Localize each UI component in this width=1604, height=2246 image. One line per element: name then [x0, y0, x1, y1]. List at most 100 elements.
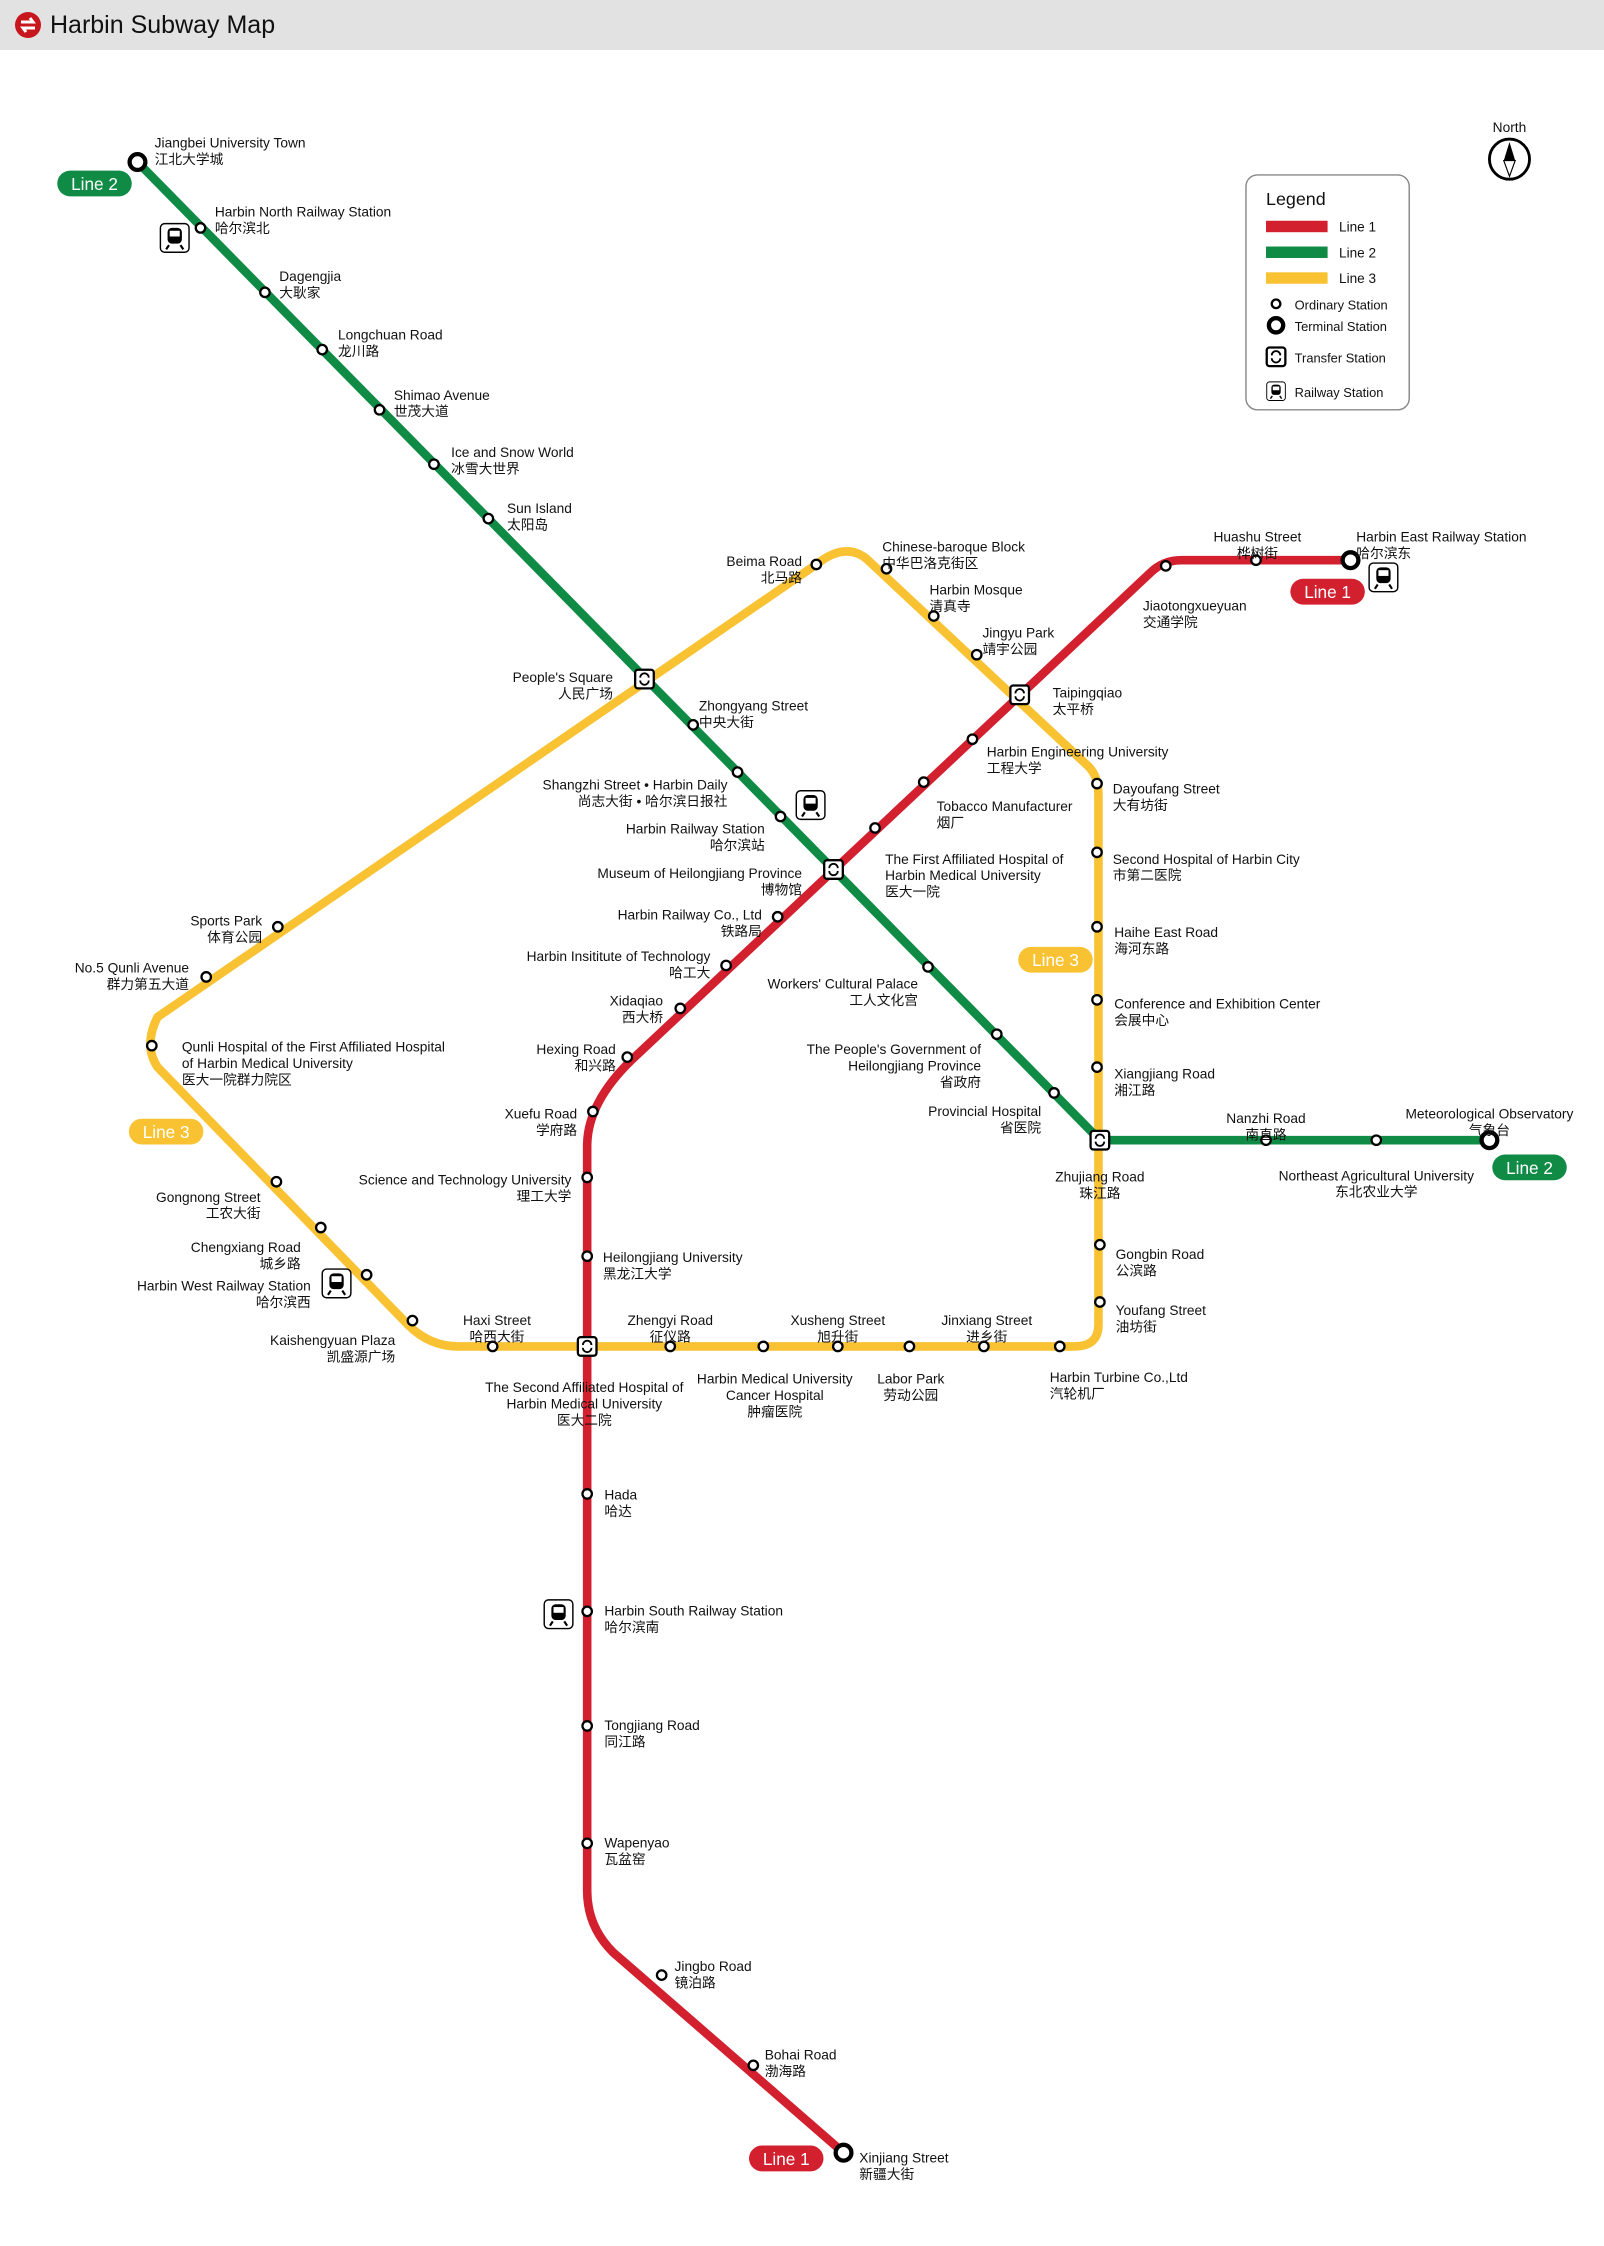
station-name-en: No.5 Qunli Avenue — [75, 961, 190, 976]
station-jingyu[interactable] — [970, 648, 983, 661]
station-longchuan[interactable] — [316, 343, 329, 356]
station-sun_island[interactable] — [482, 512, 495, 525]
station-labor_park[interactable] — [903, 1340, 916, 1353]
line-2-badge[interactable]: Line 2 — [57, 170, 132, 197]
station-name-zh: 东北农业大学 — [1335, 1185, 1417, 1200]
station-second_hospital[interactable] — [1091, 846, 1103, 859]
station-zhengyi[interactable] — [664, 1340, 677, 1353]
station-gongnong[interactable] — [270, 1175, 283, 1188]
line-3-badge[interactable]: Line 3 — [1018, 946, 1093, 973]
station-turbine[interactable] — [1053, 1340, 1066, 1353]
line-3-badge[interactable]: Line 3 — [128, 1118, 204, 1145]
terminal-station-meteorological[interactable] — [1479, 1130, 1500, 1151]
transfer-station-second_affiliated[interactable] — [576, 1335, 598, 1357]
station-harbin_west[interactable] — [360, 1268, 373, 1281]
station-jingbo[interactable] — [655, 1969, 668, 1981]
station-haihe[interactable] — [1091, 920, 1103, 933]
station-name-en: Workers' Cultural Palace — [768, 976, 919, 991]
transfer-station-icon[interactable] — [1265, 346, 1287, 368]
legend-item-label: Ordinary Station — [1295, 298, 1388, 313]
station-hlj_univ[interactable] — [581, 1250, 594, 1263]
station-zhongyang[interactable] — [687, 718, 700, 731]
station-conference[interactable] — [1091, 993, 1103, 1006]
station-xuefu[interactable] — [587, 1105, 599, 1118]
station-peoples_gov[interactable] — [990, 1028, 1003, 1041]
station-tobacco[interactable] — [917, 776, 930, 789]
station-shangzhi[interactable] — [731, 766, 744, 778]
station-cancer[interactable] — [757, 1340, 770, 1353]
station-first_affiliated[interactable] — [869, 822, 881, 834]
station-engineering[interactable] — [966, 733, 979, 746]
line-2-badge[interactable]: Line 2 — [1492, 1154, 1567, 1181]
line-badge-label: Line 1 — [763, 2149, 810, 2169]
legend-swatch-line-1 — [1266, 220, 1328, 233]
station-dayoufang[interactable] — [1091, 777, 1103, 790]
station-mosque[interactable] — [927, 610, 940, 622]
terminal-station-xinjiang[interactable] — [833, 2142, 854, 2163]
station-jinxiang[interactable] — [978, 1340, 990, 1353]
station-baroque[interactable] — [880, 562, 893, 575]
station-ne_agri[interactable] — [1370, 1134, 1383, 1147]
station-name-zh: 北马路 — [761, 570, 802, 585]
station-beima[interactable] — [810, 558, 823, 571]
station-name-zh: 哈尔滨北 — [215, 221, 270, 236]
transfer-station-peoples_square[interactable] — [634, 668, 655, 690]
station-haxi[interactable] — [486, 1340, 499, 1353]
station-name-en: Northeast Agricultural University — [1279, 1168, 1475, 1183]
terminal-station-harbin_east[interactable] — [1340, 550, 1361, 571]
station-name-en: Jingbo Road — [675, 1959, 752, 1974]
station-name-zh: 大有坊街 — [1113, 798, 1168, 813]
station-hada[interactable] — [581, 1488, 594, 1500]
station-chengxiang[interactable] — [314, 1221, 327, 1234]
station-kaishengyuan[interactable] — [406, 1314, 419, 1327]
station-tongjiang[interactable] — [581, 1720, 594, 1732]
terminal-station-jiangbei[interactable] — [127, 152, 148, 173]
station-hit[interactable] — [720, 959, 732, 972]
station-name-zh: 哈尔滨东 — [1356, 546, 1411, 561]
station-huashu[interactable] — [1250, 554, 1262, 567]
station-harbin_south[interactable] — [581, 1605, 594, 1618]
station-nanzhi[interactable] — [1260, 1134, 1272, 1147]
station-sports_park[interactable] — [271, 920, 284, 933]
station-jiaotong[interactable] — [1159, 560, 1172, 572]
station-qunli[interactable] — [145, 1039, 158, 1052]
station-railway_co[interactable] — [771, 910, 784, 923]
station-scitech[interactable] — [581, 1171, 594, 1184]
station-bohai[interactable] — [747, 2059, 760, 2072]
station-youfang[interactable] — [1094, 1296, 1106, 1308]
station-name-en: Zhengyi Road — [627, 1313, 713, 1328]
station-wapenyao[interactable] — [581, 1837, 594, 1850]
station-name-en: Museum of Heilongjiang Province — [597, 866, 802, 881]
station-dagengjia[interactable] — [259, 286, 271, 299]
station-provincial_hospital[interactable] — [1048, 1087, 1060, 1099]
transfer-station-taipingqiao[interactable] — [1009, 684, 1031, 706]
station-hexing[interactable] — [621, 1051, 634, 1063]
header-bar: Harbin Subway Map — [0, 0, 1604, 50]
station-xidaqiao[interactable] — [674, 1002, 687, 1015]
line-1-badge[interactable]: Line 1 — [749, 2145, 824, 2172]
station-no5_qunli[interactable] — [200, 971, 213, 983]
station-name-zh: 瓦盆窑 — [604, 1851, 645, 1867]
station-harbin_railway[interactable] — [774, 810, 787, 823]
station-shimao[interactable] — [373, 403, 386, 416]
station-gongbin[interactable] — [1094, 1238, 1106, 1251]
station-name-zh: 汽轮机厂 — [1050, 1387, 1105, 1402]
line-1-badge[interactable]: Line 1 — [1290, 578, 1365, 605]
station-xiangjiang[interactable] — [1091, 1061, 1103, 1074]
station-workers[interactable] — [922, 961, 934, 973]
station-ice_snow[interactable] — [428, 458, 440, 471]
transfer-station-zhujiang[interactable] — [1089, 1129, 1111, 1151]
station-xusheng[interactable] — [831, 1340, 844, 1353]
station-name-en: Wapenyao — [604, 1836, 670, 1851]
station-harbin_north[interactable] — [194, 222, 207, 234]
transfer-station-museum[interactable] — [823, 859, 844, 880]
